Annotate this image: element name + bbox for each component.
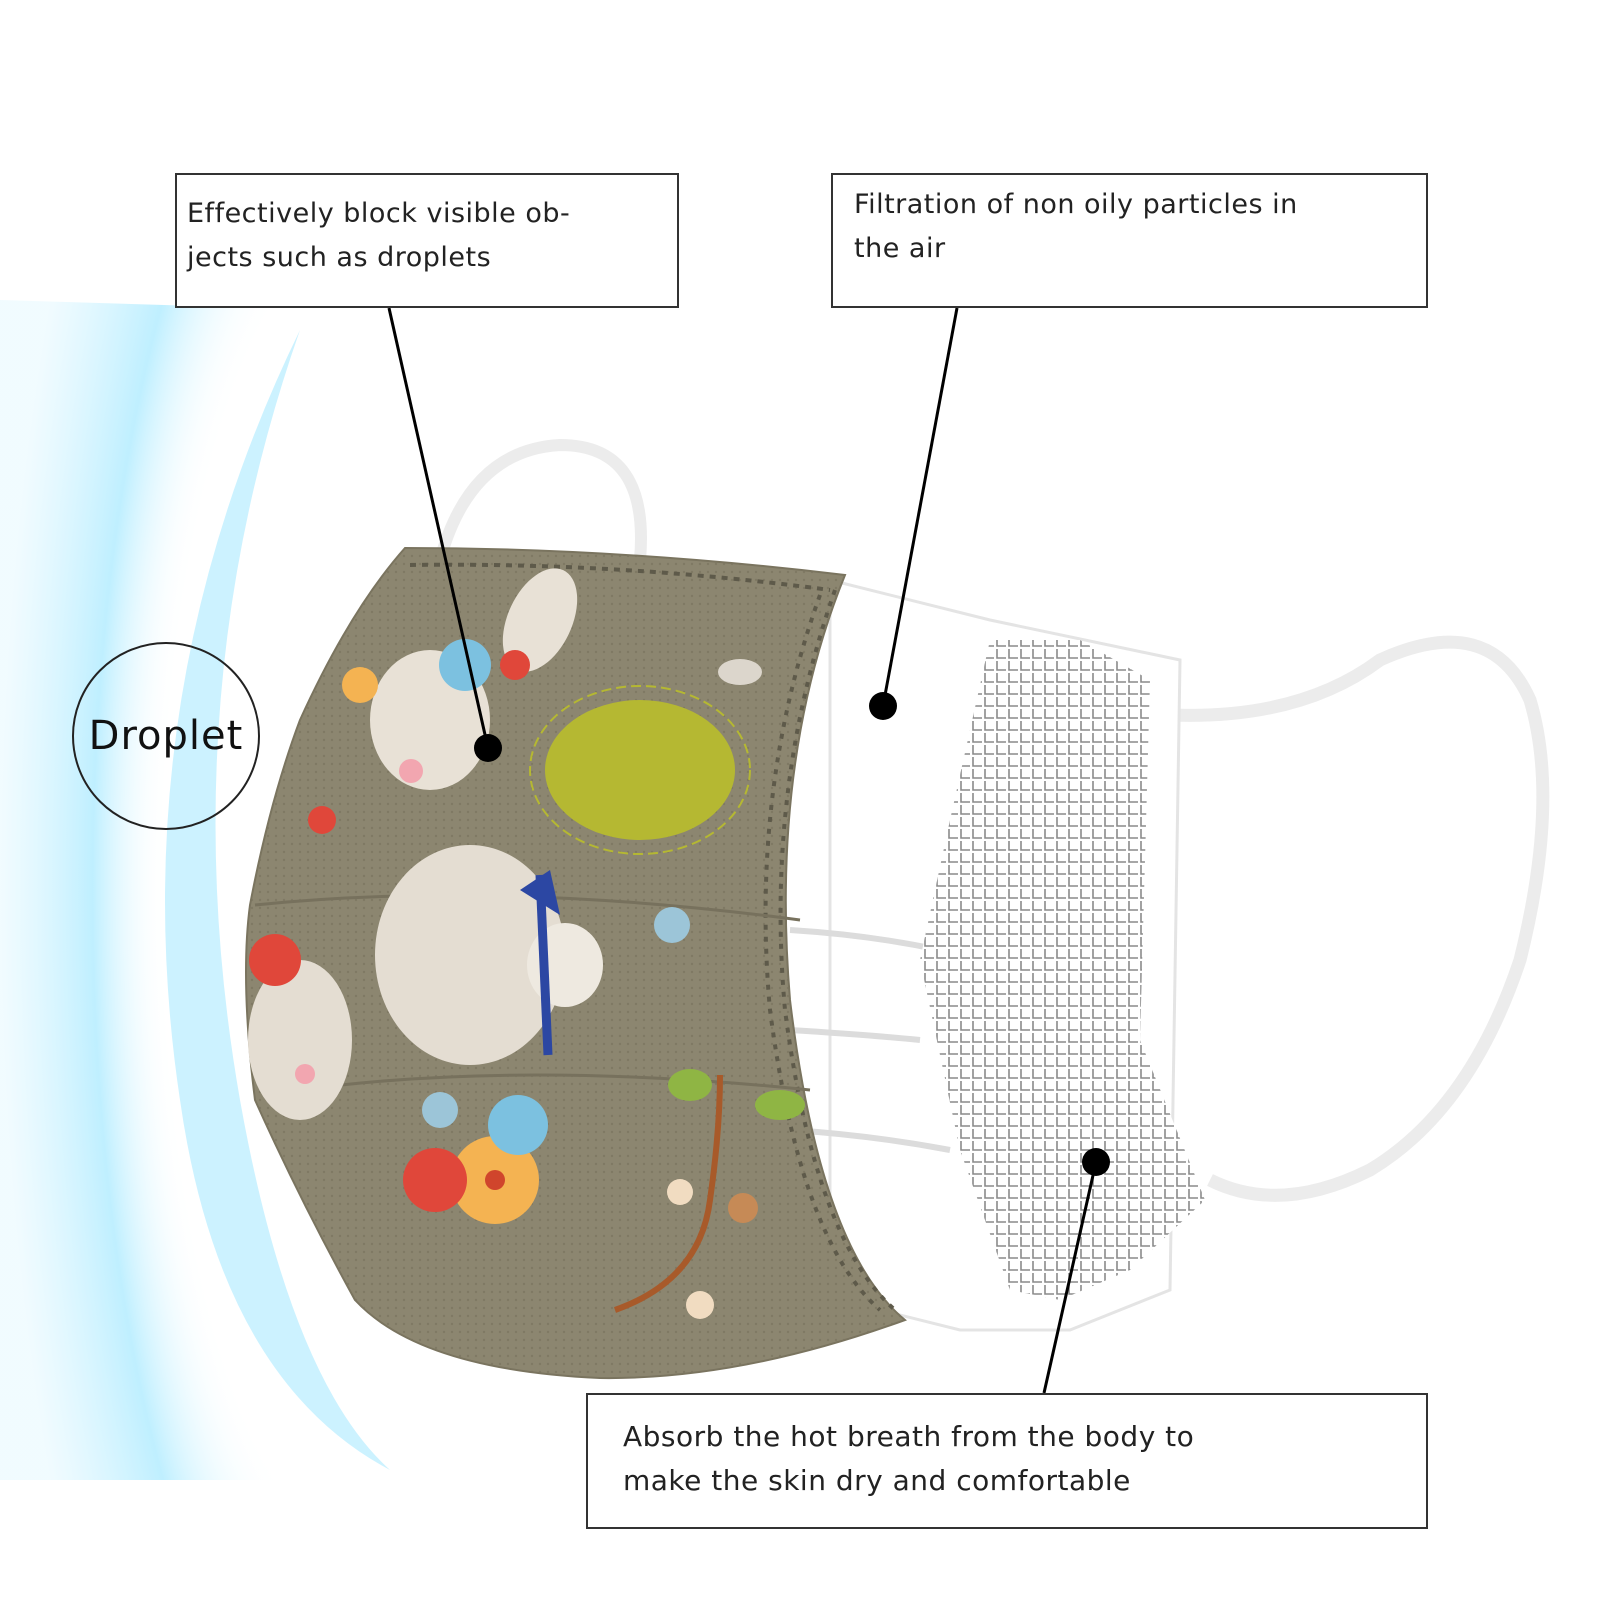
droplet-glow-arc (0, 300, 370, 1480)
sun-print-outline (529, 685, 751, 855)
stitch-line (409, 562, 831, 592)
pleat-shadow (789, 1027, 921, 1043)
pointer-line-outer (387, 307, 490, 749)
stitch-line (763, 594, 882, 1312)
pointer-dot-icon (1082, 1148, 1110, 1176)
flower-bouquet-print (308, 667, 690, 1224)
callout-inner-layer-text: Absorb the hot breath from the body to m… (623, 1420, 1195, 1497)
droplet-label-text: Droplet (88, 713, 244, 759)
callout-middle-layer: Filtration of non oily particles in the … (831, 173, 1428, 308)
ear-loop-right (1169, 635, 1550, 1202)
bird-print (718, 659, 762, 685)
branch-print (614, 1069, 805, 1319)
pointer-dot-icon (474, 734, 502, 762)
pointer-line-inner (1042, 1161, 1098, 1394)
mask-mesh-layer (920, 640, 1205, 1300)
callout-middle-layer-text: Filtration of non oily particles in the … (854, 189, 1298, 264)
pointer-line-middle (881, 307, 959, 707)
sun-print (545, 700, 735, 840)
droplet-glow-band (165, 330, 390, 1470)
bunny-print (370, 568, 603, 1065)
bunny-print-2 (248, 934, 352, 1120)
pleat-line (299, 1073, 811, 1092)
callout-inner-layer: Absorb the hot breath from the body to m… (586, 1393, 1428, 1529)
pointer-dot-icon (869, 692, 897, 720)
callout-outer-layer-text: Effectively block visible ob- jects such… (187, 198, 571, 273)
ear-loop-top (434, 438, 647, 562)
callout-outer-layer: Effectively block visible ob- jects such… (175, 173, 679, 308)
droplet-label: Droplet (72, 642, 260, 830)
